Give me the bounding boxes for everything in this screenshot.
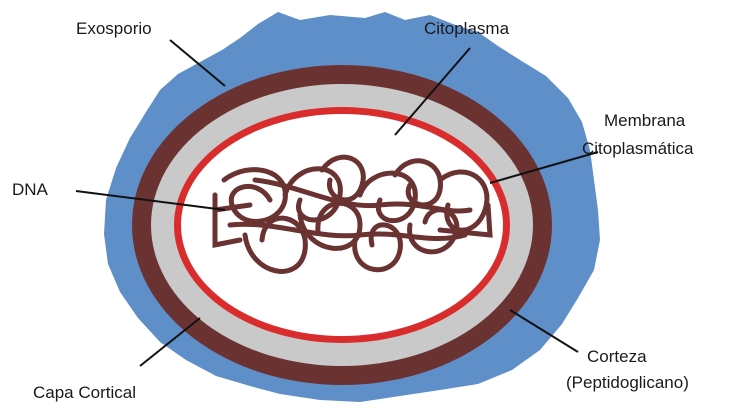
label-membrana-line2: Citoplasmática (582, 139, 694, 158)
label-dna: DNA (12, 180, 49, 199)
label-capa-cortical: Capa Cortical (33, 383, 136, 402)
label-exosporio: Exosporio (76, 19, 152, 38)
label-citoplasma: Citoplasma (424, 19, 510, 38)
label-corteza-line1: Corteza (587, 347, 647, 366)
label-membrana-line1: Membrana (604, 111, 686, 130)
label-corteza-line2: (Peptidoglicano) (566, 373, 689, 392)
